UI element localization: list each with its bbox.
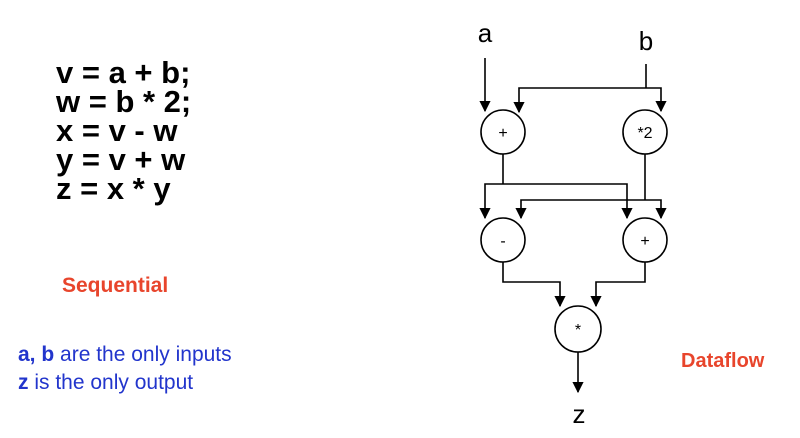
inputs-note-vars: a, b [18, 343, 55, 366]
code-line-x: x = v - w [56, 113, 178, 148]
node-add-vw [622, 217, 668, 263]
code-line-z: z = x * y [56, 171, 171, 206]
inputs-note: a, b are the only inputs [18, 341, 232, 369]
edge-w-to-add [645, 199, 667, 220]
inputs-note-text: are the only inputs [54, 343, 232, 366]
edge-v-to-add [503, 183, 633, 220]
edge-w-to-sub [515, 199, 645, 220]
dataflow-label: Dataflow [681, 350, 765, 372]
io-notes: a, b are the only inputs z is the only o… [18, 341, 232, 397]
node-mul-xy-label: * [575, 322, 581, 339]
output-note-var: z [18, 371, 29, 394]
edge-b-to-add [513, 87, 646, 114]
edge-b-to-mul2 [646, 87, 667, 113]
sequential-code-block: v = a + b; w = b * 2; x = v - w y = v + … [56, 55, 192, 206]
code-line-w: w = b * 2; [56, 84, 192, 119]
code-line-v: v = a + b; [56, 55, 191, 90]
edge-y-to-mul [590, 262, 646, 308]
node-add-vw-label: + [640, 233, 649, 250]
code-line-y: y = v + w [56, 142, 186, 177]
node-add-ab [480, 109, 526, 155]
node-sub [480, 217, 526, 263]
node-mul2 [622, 109, 668, 155]
output-note-text: is the only output [28, 371, 194, 394]
node-sub-label: - [500, 233, 505, 250]
sequential-label: Sequential [62, 274, 169, 297]
output-z-label: z [573, 399, 586, 429]
node-mul2-label: *2 [637, 125, 652, 142]
edge-x-to-mul [502, 262, 566, 308]
node-mul-xy [554, 305, 602, 353]
input-a-label: a [478, 18, 493, 48]
output-note: z is the only output [18, 369, 232, 397]
edge-v-to-sub [479, 183, 503, 220]
input-b-label: b [639, 26, 653, 56]
node-add-ab-label: + [498, 125, 507, 142]
